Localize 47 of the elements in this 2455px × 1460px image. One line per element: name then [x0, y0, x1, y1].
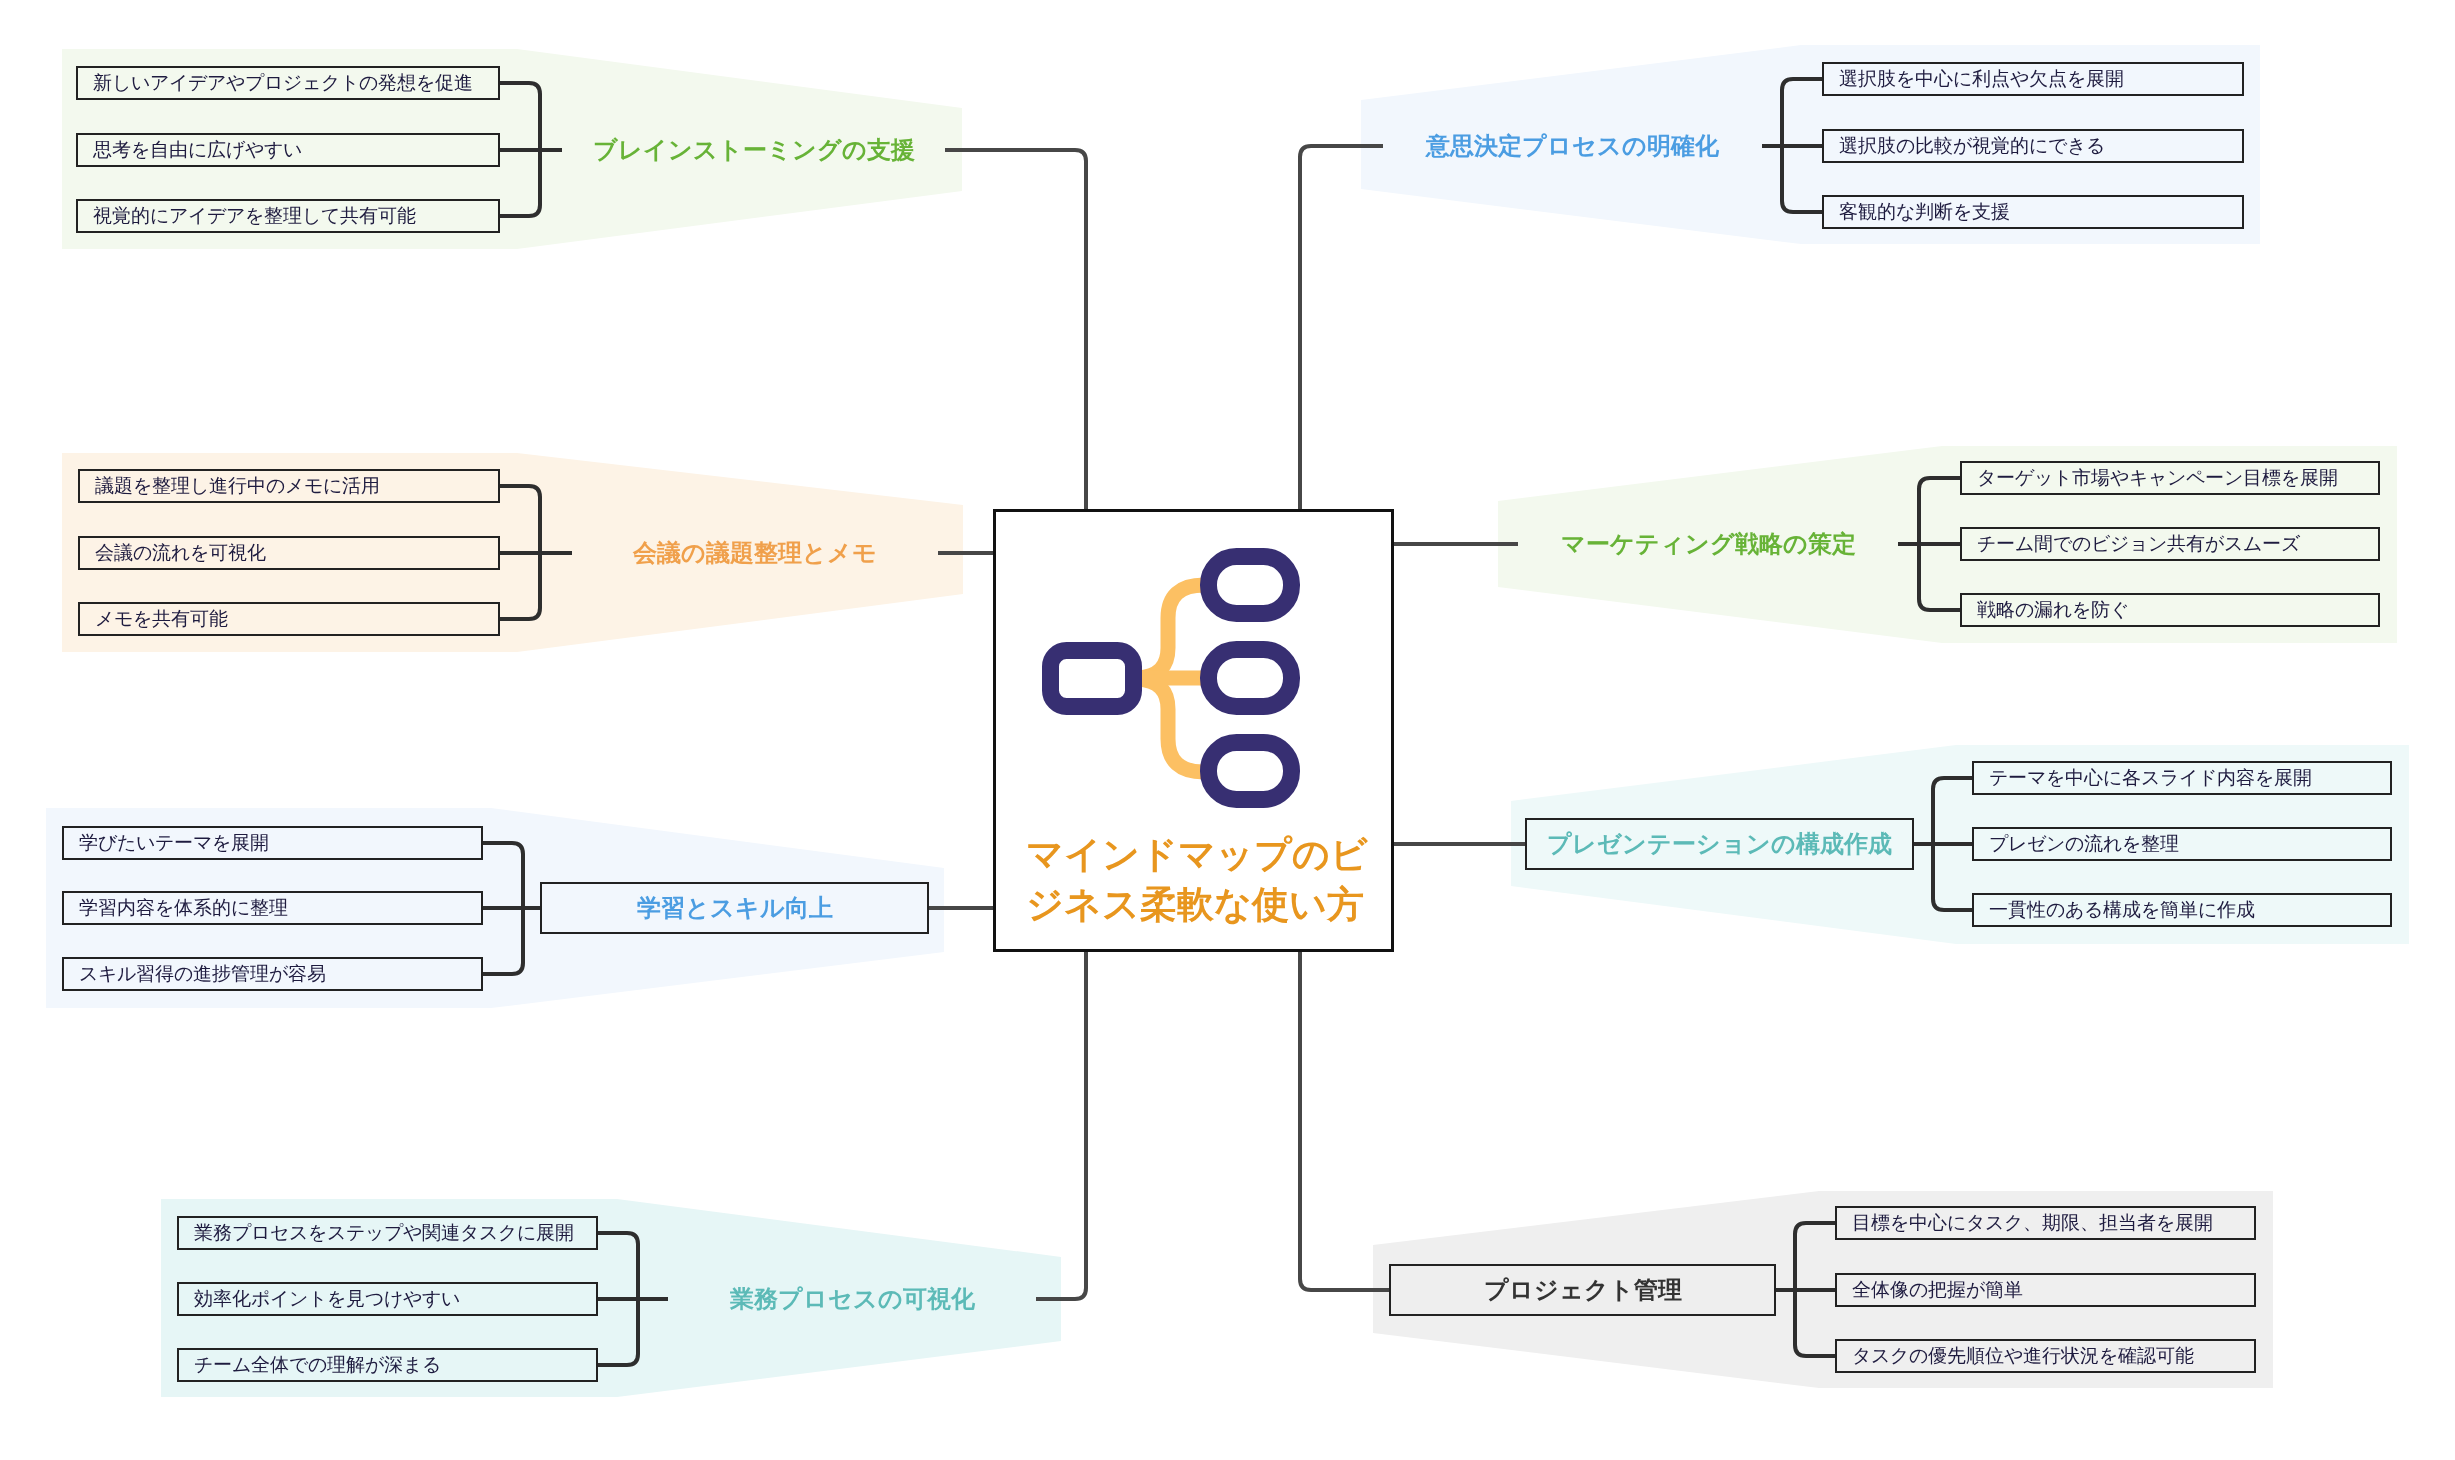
- connector-line: [945, 148, 1088, 509]
- connector-line: [1776, 1288, 1835, 1358]
- subtopic-box: 戦略の漏れを防ぐ: [1960, 593, 2380, 627]
- connector-line: [1898, 542, 1960, 612]
- subtopic-box: スキル習得の進捗管理が容易: [62, 957, 483, 991]
- subtopic-box: 目標を中心にタスク、期限、担当者を展開: [1835, 1206, 2256, 1240]
- subtopic-box: ターゲット市場やキャンペーン目標を展開: [1960, 461, 2380, 495]
- subtopic-box: 議題を整理し進行中のメモに活用: [78, 469, 500, 503]
- connector-line: [1298, 952, 1389, 1292]
- subtopic-box: 一貫性のある構成を簡単に作成: [1972, 893, 2392, 927]
- subtopic-box: メモを共有可能: [78, 602, 500, 636]
- topic-box: プロジェクト管理: [1389, 1264, 1776, 1316]
- topic-label: ブレインストーミングの支援: [562, 125, 945, 175]
- connector-line: [929, 906, 993, 910]
- topic-label: 意思決定プロセスの明確化: [1383, 121, 1762, 171]
- topic-label: 会議の議題整理とメモ: [572, 528, 938, 578]
- subtopic-box: 選択肢を中心に利点や欠点を展開: [1822, 62, 2244, 96]
- connector-line: [1036, 952, 1088, 1301]
- connector-line: [598, 1297, 668, 1367]
- subtopic-box: 選択肢の比較が視覚的にできる: [1822, 129, 2244, 163]
- subtopic-box: 全体像の把握が簡単: [1835, 1273, 2256, 1307]
- subtopic-box: チーム全体での理解が深まる: [177, 1348, 598, 1382]
- topic-label: マーケティング戦略の策定: [1518, 519, 1898, 569]
- subtopic-box: 会議の流れを可視化: [78, 536, 500, 570]
- connector-line: [1394, 842, 1525, 846]
- connector-line: [500, 148, 562, 218]
- topic-box: プレゼンテーションの構成作成: [1525, 818, 1914, 870]
- subtopic-box: 新しいアイデアやプロジェクトの発想を促進: [76, 66, 500, 100]
- subtopic-box: 視覚的にアイデアを整理して共有可能: [76, 199, 500, 233]
- subtopic-box: 学びたいテーマを展開: [62, 826, 483, 860]
- central-topic-box: [993, 509, 1394, 952]
- subtopic-box: チーム間でのビジョン共有がスムーズ: [1960, 527, 2380, 561]
- subtopic-box: テーマを中心に各スライド内容を展開: [1972, 761, 2392, 795]
- connector-line: [938, 551, 993, 555]
- subtopic-box: 学習内容を体系的に整理: [62, 891, 483, 925]
- connector-line: [1914, 842, 1972, 912]
- subtopic-box: 効率化ポイントを見つけやすい: [177, 1282, 598, 1316]
- subtopic-box: 客観的な判断を支援: [1822, 195, 2244, 229]
- subtopic-box: プレゼンの流れを整理: [1972, 827, 2392, 861]
- topic-label: 業務プロセスの可視化: [668, 1274, 1036, 1324]
- subtopic-box: 思考を自由に広げやすい: [76, 133, 500, 167]
- central-topic-title: マインドマップのビジネス柔軟な使い方: [1026, 832, 1369, 928]
- subtopic-box: タスクの優先順位や進行状況を確認可能: [1835, 1339, 2256, 1373]
- topic-box: 学習とスキル向上: [540, 882, 929, 934]
- subtopic-box: 業務プロセスをステップや関連タスクに展開: [177, 1216, 598, 1250]
- connector-line: [1394, 542, 1518, 546]
- connector-line: [1298, 144, 1383, 509]
